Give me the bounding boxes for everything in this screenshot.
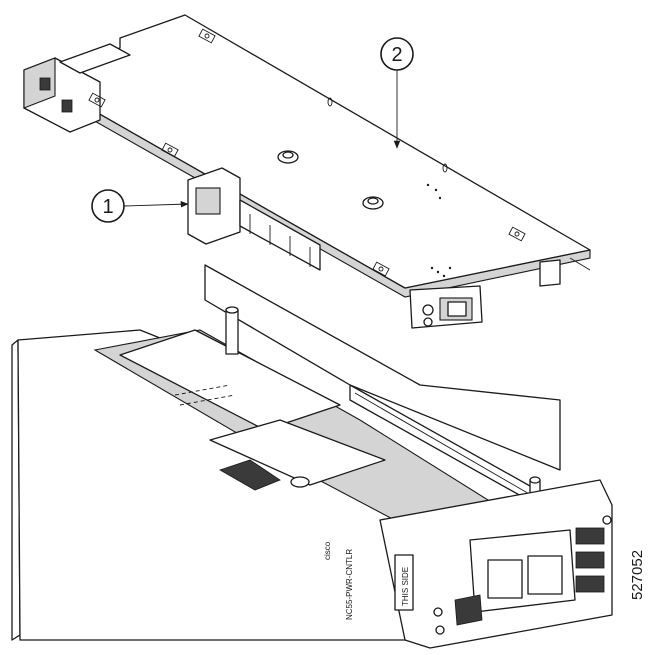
callout-2-label: 2 <box>391 44 402 66</box>
brand-logo-text: cisco <box>323 541 332 560</box>
model-number-text: NC55-PWR-CNTLR <box>345 549 354 620</box>
board-standoffs <box>277 97 448 210</box>
carrier-faceplate <box>379 479 613 649</box>
figure-id: 527052 <box>629 550 646 600</box>
rear-connector-block <box>23 43 131 133</box>
board-edge-connector <box>187 167 321 271</box>
carrier-inner-board <box>119 329 386 491</box>
module-brand-logo: cisco NC55-PWR-CNTLR <box>323 541 354 620</box>
callout-1-label: 1 <box>102 196 113 218</box>
this-side-marking: THIS SIDE <box>394 554 414 611</box>
controller-circuit-board <box>23 14 591 329</box>
this-side-text: THIS SIDE <box>401 567 410 606</box>
module-carrier-tray: cisco NC55-PWR-CNTLR THIS SIDE <box>11 264 613 649</box>
callout-1: 1 <box>91 189 189 223</box>
board-front-port <box>409 257 591 329</box>
callout-1-leader <box>123 200 189 208</box>
board-mounting-holes <box>88 28 526 277</box>
board-components <box>426 183 452 278</box>
callout-2: 2 <box>380 37 414 149</box>
